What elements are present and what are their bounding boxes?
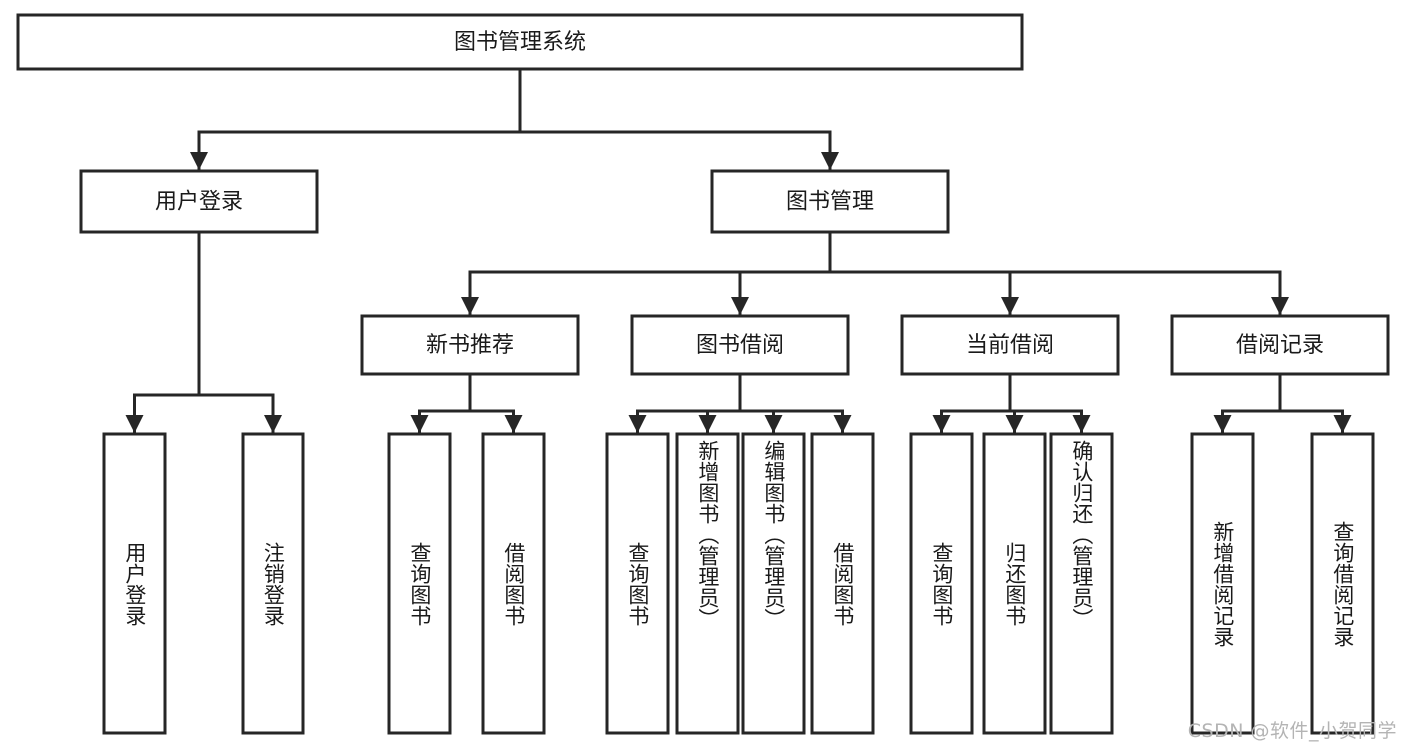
arrowhead-leaf-borrow-book <box>833 415 852 433</box>
node-box-book-borrow <box>630 314 850 376</box>
node-box-leaf-add-book <box>675 432 740 735</box>
node-label-book-management: 图书管理 <box>786 190 874 215</box>
node-label-user-login: 用户登录 <box>155 190 243 215</box>
arrowhead-leaf-confirm-return <box>1072 415 1091 433</box>
arrowhead-leaf-query-borrow-record <box>1333 415 1352 433</box>
node-label-book-borrow: 图书借阅 <box>696 333 784 358</box>
arrowhead-leaf-query-book-borrow <box>628 415 647 433</box>
arrowhead-leaf-edit-book <box>764 415 783 433</box>
node-box-leaf-query-book-recommend <box>387 432 452 735</box>
arrowhead-leaf-user-logout <box>264 415 282 433</box>
node-box-leaf-return-book <box>982 432 1047 735</box>
arrowhead-leaf-add-borrow-record <box>1213 415 1232 433</box>
node-box-leaf-user-login <box>102 432 167 735</box>
node-label-root: 图书管理系统 <box>454 30 586 55</box>
node-box-leaf-user-logout <box>241 432 305 735</box>
node-box-root <box>16 13 1024 71</box>
arrowhead-leaf-user-login <box>125 415 144 433</box>
node-box-leaf-borrow-book-recommend <box>481 432 546 735</box>
node-label-current-borrow: 当前借阅 <box>966 333 1054 358</box>
node-box-book-management <box>710 169 950 234</box>
arrowhead-book-borrow <box>731 297 749 315</box>
node-box-user-login <box>79 169 319 234</box>
arrowhead-leaf-query-book-recommend <box>410 415 429 433</box>
arrowhead-borrow-record <box>1271 297 1289 315</box>
node-box-leaf-edit-book <box>741 432 806 735</box>
node-box-leaf-add-borrow-record <box>1190 432 1255 735</box>
connector-lines-group <box>125 67 1352 435</box>
arrowhead-book-management <box>821 152 839 170</box>
arrowhead-leaf-return-book <box>1005 415 1024 433</box>
arrowhead-leaf-add-book <box>698 415 717 433</box>
node-box-borrow-record <box>1170 314 1390 376</box>
node-boxes-group <box>16 13 1390 735</box>
arrowhead-user-login <box>190 152 208 170</box>
node-box-leaf-query-book-current <box>909 432 974 735</box>
arrowhead-current-borrow <box>1001 297 1019 315</box>
node-box-leaf-confirm-return <box>1049 432 1114 735</box>
arrowhead-leaf-query-book-current <box>932 415 951 433</box>
node-box-new-book-recommend <box>360 314 580 376</box>
csdn-watermark: CSDN @软件_小贺同学 <box>1187 720 1397 742</box>
node-box-leaf-query-book-borrow <box>605 432 670 735</box>
arrowhead-leaf-borrow-book-recommend <box>504 415 523 433</box>
node-box-leaf-borrow-book <box>810 432 875 735</box>
node-box-current-borrow <box>900 314 1120 376</box>
node-label-new-book-recommend: 新书推荐 <box>426 333 514 358</box>
node-box-leaf-query-borrow-record <box>1310 432 1375 735</box>
node-label-borrow-record: 借阅记录 <box>1236 333 1324 358</box>
arrowhead-new-book-recommend <box>461 297 479 315</box>
